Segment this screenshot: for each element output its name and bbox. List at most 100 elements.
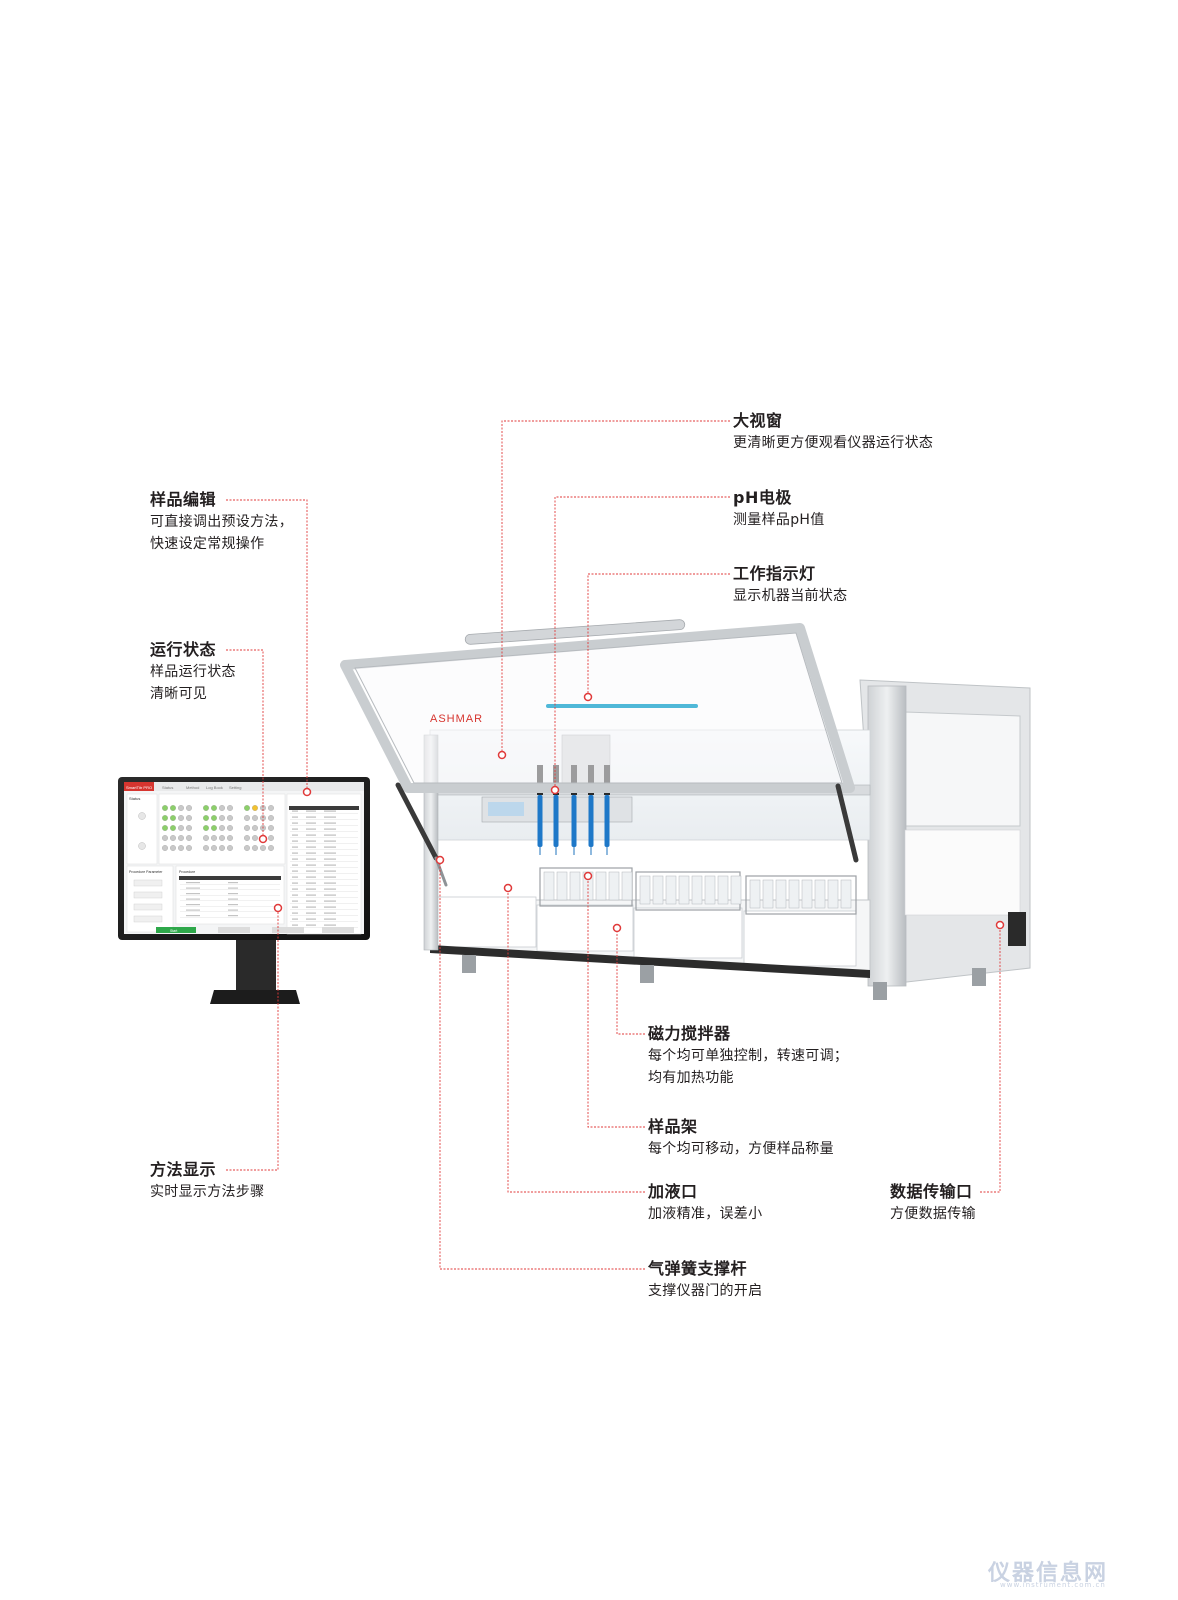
list-cell — [324, 906, 336, 908]
callout-indicator-light: 工作指示灯 显示机器当前状态 — [733, 563, 847, 607]
sample-well — [162, 815, 168, 821]
callout-desc: 实时显示方法步骤 — [150, 1184, 265, 1200]
procedure-cell — [186, 909, 200, 911]
list-cell — [292, 822, 298, 824]
sample-well — [178, 805, 184, 811]
sample-well — [244, 845, 250, 851]
beaker — [569, 871, 581, 901]
sample-well — [244, 835, 250, 841]
app-logo — [124, 782, 154, 791]
sample-well — [162, 845, 168, 851]
callout-ph-electrode: pH电极 测量样品pH值 — [733, 487, 825, 531]
electrode-body — [604, 795, 610, 847]
status-title: Status — [129, 796, 140, 801]
sample-well — [178, 825, 184, 831]
list-row-line — [290, 819, 358, 820]
procedure-row-line — [180, 889, 280, 890]
start-button[interactable] — [156, 927, 196, 933]
list-cell — [324, 876, 336, 878]
list-row-line — [290, 891, 358, 892]
list-cell — [306, 906, 316, 908]
list-cell — [306, 810, 316, 812]
sample-well — [252, 805, 258, 811]
callout-desc: 加液精准，误差小 — [648, 1206, 763, 1222]
callout-desc: 样品运行状态 — [150, 664, 236, 680]
procedure-cell — [186, 882, 200, 884]
list-row-line — [290, 897, 358, 898]
sample-well — [227, 825, 233, 831]
electrode-tip — [573, 847, 575, 855]
sample-well — [244, 825, 250, 831]
list-cell — [292, 918, 298, 920]
list-row-line — [290, 831, 358, 832]
data-port[interactable] — [1008, 912, 1026, 946]
sample-well — [227, 815, 233, 821]
beaker — [608, 871, 620, 901]
exit-button[interactable] — [322, 927, 354, 933]
list-cell — [292, 816, 298, 818]
list-cell — [324, 828, 336, 830]
list-cell — [324, 924, 336, 926]
sample-well — [219, 825, 225, 831]
sample-well — [219, 805, 225, 811]
stirrer-2 — [633, 907, 743, 959]
tab-status[interactable]: Status — [162, 785, 173, 790]
sample-well — [268, 825, 274, 831]
sample-well — [162, 835, 168, 841]
sample-well — [211, 835, 217, 841]
list-row-line — [290, 915, 358, 916]
beaker — [775, 879, 787, 909]
procedure-cell — [228, 882, 238, 884]
pause-button[interactable] — [218, 927, 250, 933]
callout-desc: 清晰可见 — [150, 686, 208, 702]
list-cell — [306, 834, 316, 836]
callout-desc: 快速设定常规操作 — [150, 536, 265, 552]
sample-well — [252, 835, 258, 841]
electrode-tip — [590, 847, 592, 855]
sample-racks — [539, 867, 857, 915]
callout-title: 方法显示 — [150, 1160, 217, 1179]
callout-title: 工作指示灯 — [733, 564, 816, 583]
list-cell — [324, 894, 336, 896]
procedure-cell — [228, 887, 238, 889]
list-cell — [306, 816, 316, 818]
sample-well — [268, 805, 274, 811]
beaker — [678, 875, 690, 905]
tab-logbook[interactable]: Log Book — [206, 785, 223, 790]
tab-method[interactable]: Method — [186, 785, 199, 790]
sample-well — [170, 825, 176, 831]
callout-desc: 可直接调出预设方法， — [150, 514, 293, 530]
procedure-cell — [186, 887, 200, 889]
callout-title: 加液口 — [648, 1182, 698, 1201]
callout-method-display: 方法显示 实时显示方法步骤 — [150, 1159, 264, 1203]
sample-well — [211, 845, 217, 851]
list-cell — [324, 822, 336, 824]
leader-lines — [226, 420, 1001, 1270]
callout-title: 样品编辑 — [150, 490, 217, 509]
list-row-line — [290, 921, 358, 922]
callout-large-window: 大视窗 更清晰更方便观看仪器运行状态 — [733, 410, 933, 454]
sample-well — [203, 805, 209, 811]
list-cell — [292, 870, 298, 872]
tab-setting[interactable]: Setting — [229, 785, 241, 790]
lid-handle[interactable] — [464, 619, 686, 645]
callout-desc: 测量样品pH值 — [733, 512, 825, 528]
stop-button[interactable] — [272, 927, 304, 933]
procedure-cell — [186, 904, 200, 906]
callout-desc: 更清晰更方便观看仪器运行状态 — [733, 435, 934, 451]
sample-well — [178, 815, 184, 821]
sample-well — [186, 815, 192, 821]
callout-gas-spring: 气弹簧支撑杆 支撑仪器门的开启 — [648, 1258, 762, 1302]
beaker — [665, 875, 677, 905]
list-cell — [324, 846, 336, 848]
list-cell — [306, 882, 316, 884]
start-label: Start — [170, 929, 177, 933]
procedure-title: Procedure — [179, 870, 195, 874]
sample-well — [186, 805, 192, 811]
sample-well — [268, 835, 274, 841]
list-cell — [306, 858, 316, 860]
sample-well — [162, 825, 168, 831]
sample-well — [227, 845, 233, 851]
sample-well — [268, 815, 274, 821]
callout-desc: 支撑仪器门的开启 — [648, 1283, 763, 1299]
